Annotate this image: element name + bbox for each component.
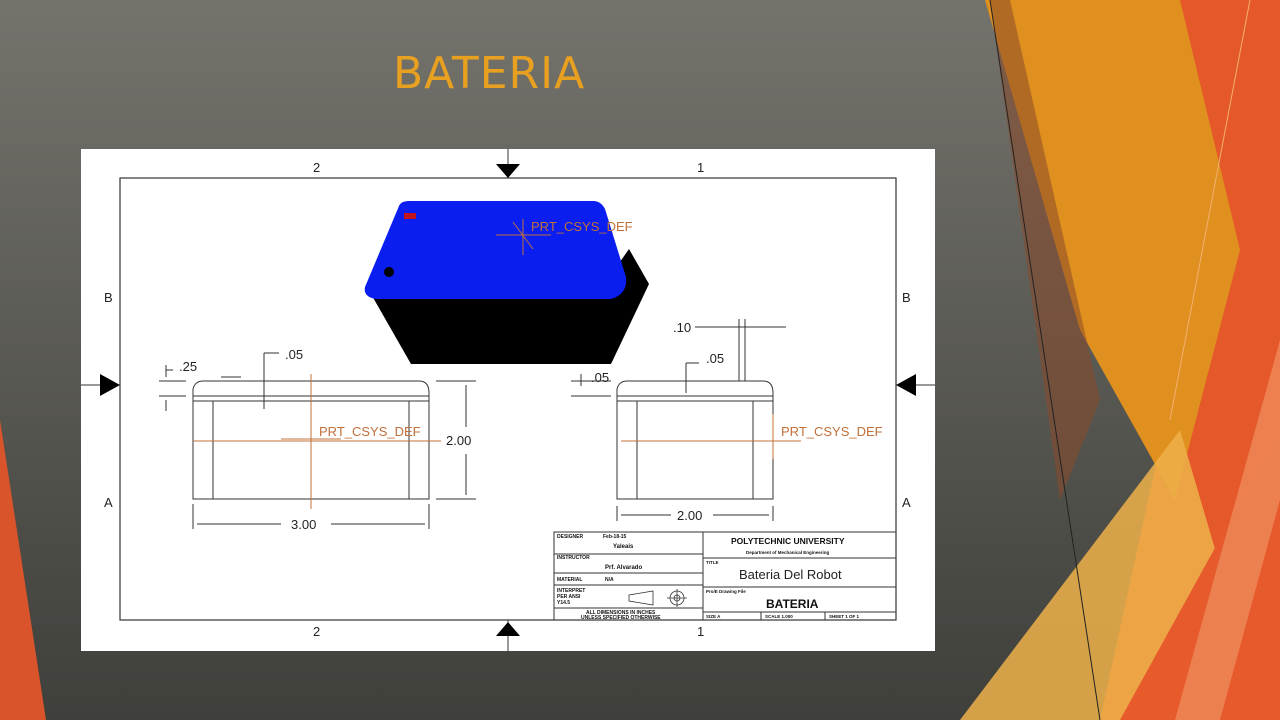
designer-date: Feb-18-15	[603, 534, 627, 540]
sheet-size: SIZE A	[706, 614, 721, 619]
instructor-name: Prf. Alvarado	[605, 565, 642, 571]
battery-body	[371, 249, 649, 364]
interpret-label-3: Y14.5	[557, 600, 570, 606]
csys-label-side: PRT_CSYS_DEF	[781, 424, 883, 439]
drawing-file-name: BATERIA	[766, 597, 819, 611]
zone-label: B	[902, 290, 911, 305]
negative-terminal	[384, 267, 394, 277]
csys-label: PRT_CSYS_DEF	[531, 219, 633, 234]
zone-label: A	[104, 495, 113, 510]
right-center-arrow	[896, 374, 916, 396]
instructor-label: INSTRUCTOR	[557, 555, 590, 561]
front-view	[159, 352, 476, 529]
drawing-file-label: Pro/E Drawing File	[706, 589, 746, 594]
zone-label: 1	[697, 160, 704, 175]
sheet-scale: SCALE 1.000	[765, 614, 793, 619]
right-dark-shadow	[990, 0, 1100, 500]
material-label: MATERIAL	[557, 577, 582, 583]
sheet-number: SHEET 1 OF 1	[829, 614, 860, 619]
left-center-arrow	[100, 374, 120, 396]
right-amber-panel	[985, 0, 1240, 500]
projection-symbol-icon	[628, 589, 687, 607]
drawing-sheet: 2 1 2 1 B A B A PRT_CSYS_DEF	[81, 149, 935, 651]
title-label: TITLE	[706, 560, 719, 565]
interpret-label: INTERPRET	[557, 588, 585, 594]
zone-label: 2	[313, 160, 320, 175]
technical-drawing: 2 1 2 1 B A B A PRT_CSYS_DEF	[81, 149, 935, 651]
csys-label-front: PRT_CSYS_DEF	[319, 424, 421, 439]
dim-side-terminal: .10	[673, 320, 691, 335]
side-view	[571, 319, 801, 521]
department-name: Department of Mechanical Engineering	[746, 550, 830, 555]
zone-label: 1	[697, 624, 704, 639]
bottom-center-arrow	[496, 622, 520, 636]
dim-side-top-lip: .05	[706, 351, 724, 366]
title-block	[553, 531, 897, 621]
dim-front-top-lip: .05	[285, 347, 303, 362]
dim-side-width: 2.00	[677, 508, 702, 523]
left-orange-stripe	[0, 420, 46, 720]
positive-terminal	[404, 213, 416, 219]
zone-label: A	[902, 495, 911, 510]
drawing-title: Bateria Del Robot	[739, 567, 842, 582]
right-peach-wedge	[1175, 340, 1280, 720]
interpret-label-2: PER ANSI	[557, 594, 581, 600]
designer-label: DESIGNER	[557, 534, 584, 540]
zone-label: 2	[313, 624, 320, 639]
designer-name: Yaleais	[613, 544, 634, 550]
slide-title: BATERIA	[393, 48, 586, 99]
battery-top-face	[364, 201, 627, 299]
dim-front-width: 3.00	[291, 517, 316, 532]
zone-label: B	[104, 290, 113, 305]
top-center-arrow	[496, 164, 520, 178]
university-name: POLYTECHNIC UNIVERSITY	[731, 536, 845, 546]
dim-front-height: 2.00	[446, 433, 471, 448]
isometric-battery-view: PRT_CSYS_DEF	[364, 201, 649, 364]
dims-note: ALL DIMENSIONS IN INCHES	[586, 610, 656, 616]
material-value: N/A	[605, 577, 614, 583]
dim-side-left-lip: .05	[591, 370, 609, 385]
dims-note-2: UNLESS SPECIFIED OTHERWISE	[581, 615, 661, 621]
dim-front-top-gap: .25	[179, 359, 197, 374]
